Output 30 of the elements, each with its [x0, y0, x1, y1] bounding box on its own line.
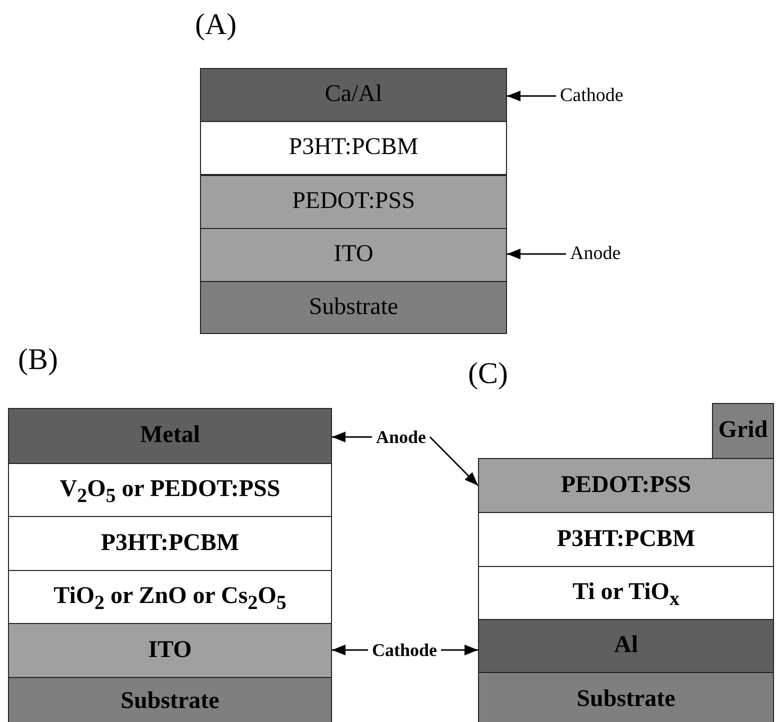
layer-band: Substrate — [200, 281, 507, 334]
electrode-label: Anode — [376, 425, 426, 449]
panel-label: (B) — [18, 343, 58, 377]
layer-band: P3HT:PCBM — [478, 512, 774, 567]
layer-band: PEDOT:PSS — [200, 175, 507, 229]
panel-label: (A) — [195, 8, 237, 42]
leader-arrow — [429, 436, 479, 486]
layer-band: Ca/Al — [200, 68, 507, 122]
layer-band: Ti or TiO$_{x}$ — [478, 566, 774, 620]
layer-band: ITO — [8, 623, 332, 678]
layer-band: TiO$_{2}$ or ZnO or Cs$_{2}$O$_{5}$ — [8, 570, 332, 624]
layer-band: Al — [478, 619, 774, 673]
layer-band: P3HT:PCBM — [200, 121, 507, 175]
leader-arrow — [332, 644, 368, 656]
leader-arrow — [441, 644, 478, 656]
leader-arrow — [507, 248, 566, 260]
leader-arrow — [507, 90, 556, 102]
layer-band: Metal — [8, 408, 332, 464]
layer-band: V$_{2}$O$_{5}$ or PEDOT:PSS — [8, 463, 332, 517]
electrode-label: Anode — [570, 242, 621, 266]
layer-band: ITO — [200, 228, 507, 282]
electrode-label: Cathode — [560, 84, 624, 108]
layer-band: Substrate — [478, 672, 774, 722]
leader-arrow — [332, 432, 372, 442]
layer-band: P3HT:PCBM — [8, 516, 332, 571]
layer-band: Grid — [712, 403, 774, 459]
electrode-label: Cathode — [372, 638, 438, 662]
panel-label: (C) — [468, 357, 508, 391]
layer-band: PEDOT:PSS — [478, 458, 774, 513]
layer-band: Substrate — [8, 677, 332, 722]
